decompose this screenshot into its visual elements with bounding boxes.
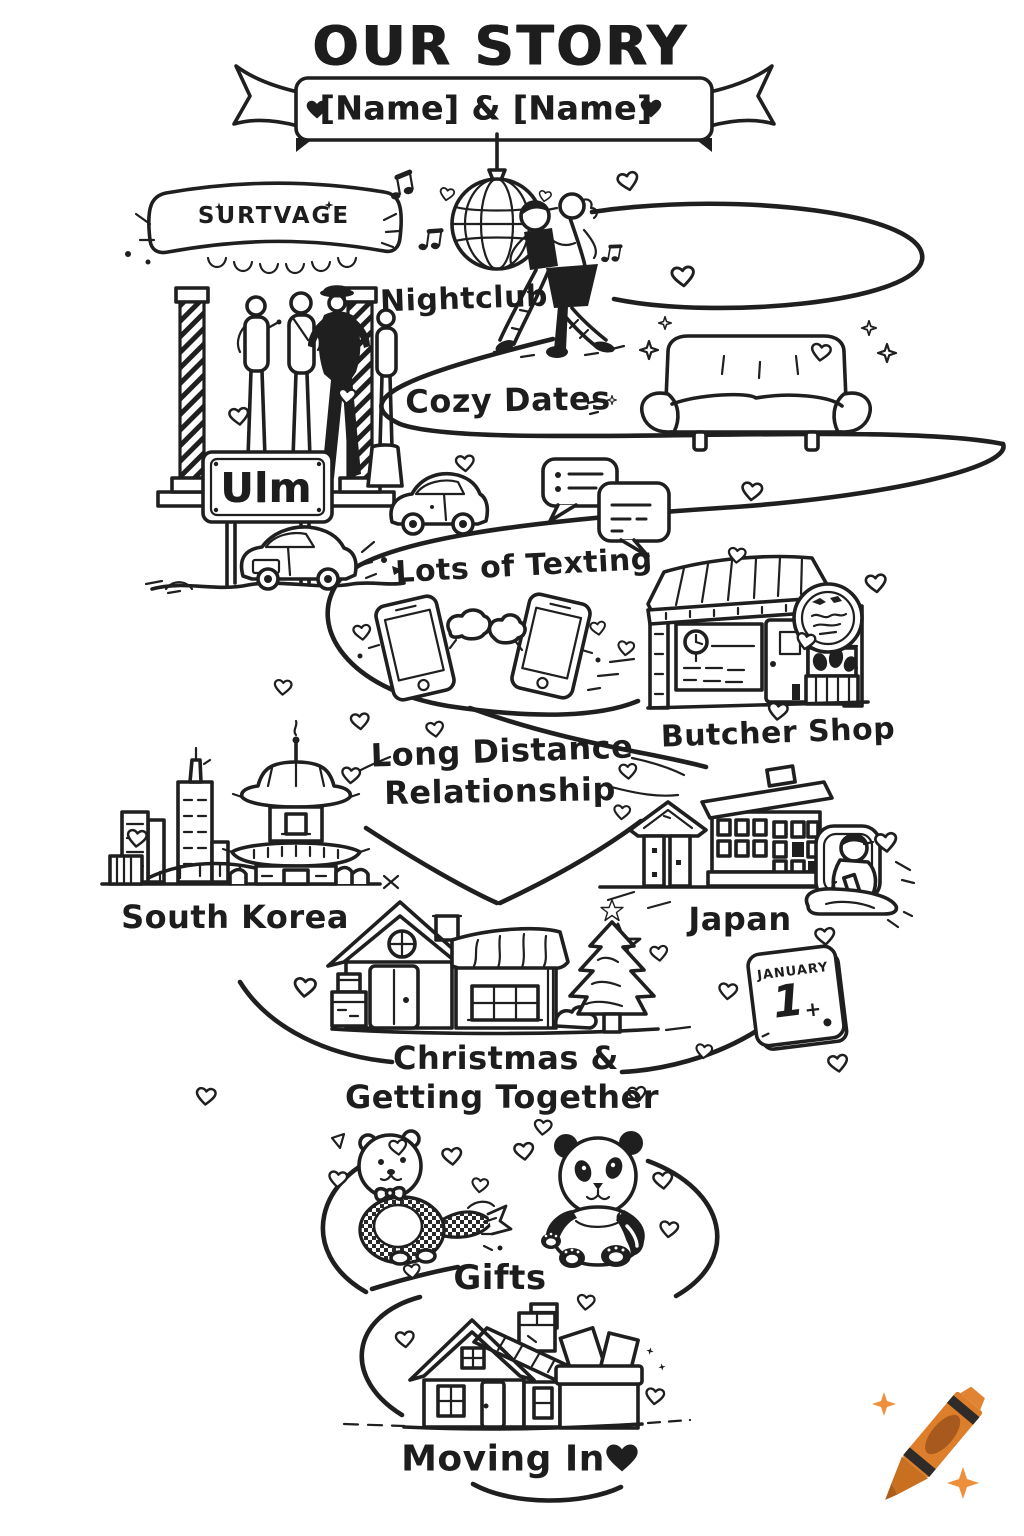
heart-icon — [588, 620, 608, 637]
sparkle-icon — [876, 342, 898, 364]
heart-icon — [575, 1293, 596, 1312]
bow-tie — [373, 1185, 407, 1202]
heart-icon — [327, 1170, 349, 1190]
music-note-icon — [387, 172, 414, 200]
couple-names: [Name] & [Name] — [319, 88, 653, 128]
car-icon-hatchback — [389, 471, 490, 536]
phone-icon-left — [374, 594, 456, 702]
ribbon-banner — [232, 64, 776, 152]
music-note-icon — [418, 228, 442, 253]
butcher-shop-building — [586, 554, 870, 710]
ulm-road-sign — [144, 450, 406, 595]
sparkle-icon — [872, 1392, 896, 1416]
heart-icon — [651, 1170, 675, 1191]
stage-sign-text: SURTVAGE — [197, 203, 351, 229]
heart-icon — [340, 766, 362, 785]
heart-icon — [394, 1330, 416, 1350]
label-moving-in: Moving In — [401, 1438, 605, 1480]
label-long-distance-2: Relationship — [383, 769, 617, 813]
label-south-korea: South Korea — [121, 898, 349, 936]
between-plush-marks — [330, 1132, 503, 1252]
heart-icon — [273, 678, 293, 697]
teddy-plush-icon — [357, 1129, 513, 1266]
sparkle-icon — [947, 1467, 979, 1499]
awning — [646, 554, 832, 614]
heart-icon — [864, 572, 888, 595]
heart-icon — [512, 1141, 536, 1162]
phone-chat-clouds — [357, 608, 601, 663]
heart-icon — [670, 265, 697, 289]
label-japan: Japan — [688, 900, 792, 938]
city-sign-text: Ulm — [220, 464, 312, 512]
heart-icon — [826, 1053, 850, 1074]
spark-marks — [356, 540, 403, 580]
dancing-couple — [492, 192, 626, 359]
heart-icon — [717, 982, 739, 1002]
heart-icon — [658, 1219, 680, 1240]
sparkle-icon — [860, 319, 878, 337]
moving-box-icon — [342, 1325, 692, 1431]
heart-icon — [644, 1386, 666, 1407]
heart-icon — [813, 926, 837, 947]
heart-icon — [438, 186, 456, 203]
heart-icon — [740, 480, 764, 503]
heart-icon — [618, 762, 638, 781]
heart-icon — [292, 976, 318, 999]
label-christmas-1: Christmas & — [393, 1039, 619, 1077]
label-cozy-dates: Cozy Dates — [405, 379, 611, 421]
heart-icon — [227, 406, 251, 427]
person-in-armchair — [804, 824, 899, 916]
sparkle-icon — [657, 1362, 667, 1372]
couch-icon — [586, 334, 872, 452]
heart-icon — [194, 1086, 218, 1107]
heart-icon — [440, 1146, 464, 1167]
phone-icon-right — [510, 592, 592, 700]
heart-icon — [616, 639, 636, 658]
car-icon-sedan — [239, 525, 358, 591]
japan-buildings — [594, 764, 916, 967]
moving-house — [408, 1302, 575, 1429]
heart-icon — [606, 1444, 638, 1472]
chat-bubbles — [541, 457, 671, 558]
shrine-roof — [628, 800, 708, 838]
page-title: OUR STORY — [312, 14, 690, 78]
heart-icon — [537, 189, 553, 204]
heart-icon — [454, 454, 476, 473]
x-mark — [382, 874, 400, 890]
heart-icon — [470, 1176, 490, 1195]
sparkle-icon — [638, 339, 660, 361]
pagoda-icon — [221, 719, 400, 890]
heart-icon — [349, 712, 371, 732]
panda-plush-icon — [541, 1131, 645, 1268]
label-christmas-2: Getting Together — [344, 1078, 660, 1116]
heart-icon — [615, 170, 641, 194]
calendar-text: JANUARY 1 + — [747, 946, 846, 1048]
calendar-icon — [746, 944, 849, 1051]
christmas-tree-icon — [568, 899, 656, 1034]
crayon-icon — [872, 1386, 985, 1500]
heart-icon — [532, 1118, 553, 1137]
calendar-day-plus: + — [803, 996, 823, 1022]
calendar-day: 1 — [769, 974, 807, 1029]
sparkle-icon — [657, 315, 673, 331]
christmas-house — [326, 900, 692, 1036]
label-nightclub: Nightclub — [379, 278, 549, 320]
sparkle-icon — [645, 1346, 655, 1356]
stage-sign-board — [147, 181, 403, 255]
music-note-icon — [598, 241, 623, 267]
label-gifts: Gifts — [453, 1258, 547, 1298]
heart-icon — [351, 623, 373, 642]
heart-icon — [648, 944, 670, 963]
